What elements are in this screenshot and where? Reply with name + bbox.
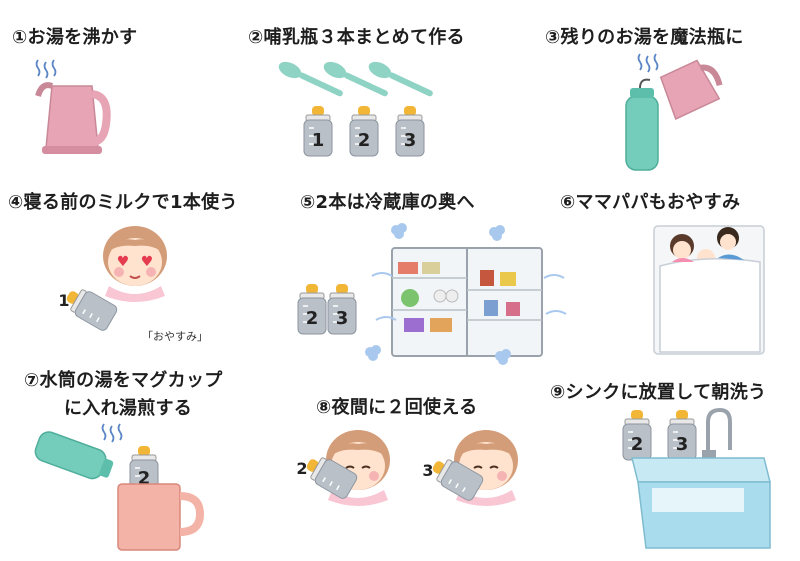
faucet-icon bbox=[702, 407, 732, 458]
refrigerator-icon bbox=[365, 223, 567, 365]
happy-baby-icon: ♥ ♥ bbox=[103, 226, 167, 302]
tilted-flask-icon bbox=[34, 431, 114, 480]
bottle-number-step5-a: 2 bbox=[306, 308, 319, 329]
step-4-caption: ④寝る前のミルクで1本使う bbox=[8, 192, 238, 213]
goodnight-caption: 「おやすみ」 bbox=[142, 330, 208, 343]
sleeping-family-icon bbox=[653, 225, 765, 355]
bottle-number-step9-a: 2 bbox=[631, 434, 644, 455]
bottle-number-step8-a: 2 bbox=[296, 459, 307, 478]
mug-icon bbox=[117, 483, 205, 551]
bottle-number-step9-b: 3 bbox=[676, 434, 689, 455]
bottle-number-step5-b: 3 bbox=[336, 308, 349, 329]
steam-icon bbox=[101, 423, 123, 443]
kettle-icon bbox=[35, 59, 111, 154]
pouring-kettle-icon bbox=[637, 53, 723, 120]
step-9-caption: ⑨シンクに放置して朝洗う bbox=[550, 382, 767, 403]
step-5-caption: ⑤2本は冷蔵庫の奥へ bbox=[300, 192, 475, 213]
step-6-caption: ⑥ママパパもおやすみ bbox=[560, 192, 741, 213]
bottle-number-2: 2 bbox=[358, 130, 371, 151]
svg-text:♥: ♥ bbox=[117, 254, 130, 270]
bottle-number-3: 3 bbox=[404, 130, 417, 151]
svg-text:♥: ♥ bbox=[141, 254, 154, 270]
thermos-flask-icon bbox=[625, 78, 659, 171]
step-1-caption: ①お湯を沸かす bbox=[12, 27, 138, 48]
baby-feeding-icon-a bbox=[326, 430, 390, 506]
bottle-number-step4: 1 bbox=[58, 291, 69, 310]
baby-feeding-icon-b bbox=[454, 430, 518, 506]
spoon-icons bbox=[278, 61, 433, 97]
step-7-caption-line2: に入れ湯煎する bbox=[64, 398, 193, 419]
step-7-caption: ⑦水筒の湯をマグカップ bbox=[24, 370, 223, 391]
bottle-number-step8-b: 3 bbox=[422, 461, 433, 480]
step-8-caption: ⑧夜間に２回使える bbox=[316, 397, 478, 418]
step-3-caption: ③残りのお湯を魔法瓶に bbox=[545, 27, 744, 48]
step-2-caption: ②哺乳瓶３本まとめて作る bbox=[248, 27, 465, 48]
bottle-number-1: 1 bbox=[312, 130, 325, 151]
kitchen-sink-icon bbox=[631, 457, 771, 549]
